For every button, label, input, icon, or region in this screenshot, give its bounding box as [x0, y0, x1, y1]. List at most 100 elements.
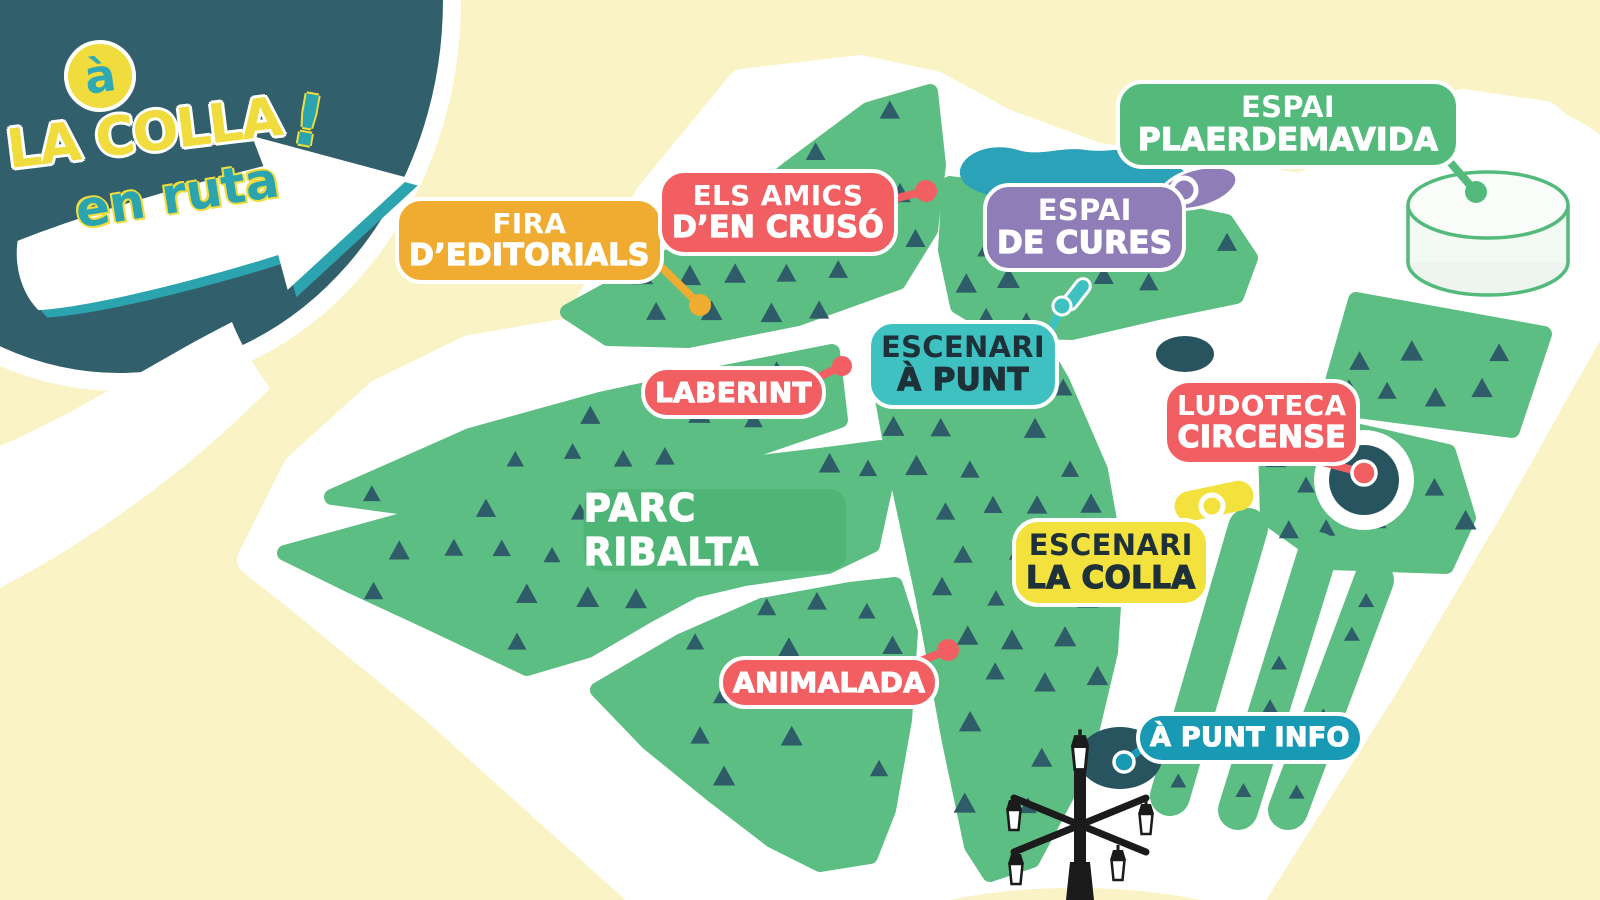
tree-icon: [362, 485, 381, 502]
tree-icon: [1297, 476, 1315, 493]
tree-icon: [935, 502, 956, 520]
tree-icon: [987, 590, 1005, 606]
logo-arrow-icon: [16, 135, 418, 318]
tree-icon: [1270, 655, 1287, 670]
tree-icon: [625, 588, 647, 609]
tree-icon: [1086, 665, 1109, 686]
tree-icon: [1026, 495, 1048, 514]
tree-icon: [1278, 520, 1299, 539]
tree-icon: [543, 546, 561, 563]
tree-icon: [996, 267, 1020, 288]
tree-icon: [655, 446, 675, 465]
tree-icon: [515, 583, 538, 603]
park-name: PARC RIBALTA: [583, 485, 847, 575]
tree-icon: [828, 260, 849, 278]
tree-icon: [686, 633, 705, 650]
tree-icon: [780, 725, 803, 746]
tree-icon: [1080, 493, 1102, 513]
label-line-1: FIRA: [492, 207, 567, 240]
map-label-laberint: LABERINT: [641, 366, 826, 420]
tree-icon: [858, 602, 876, 619]
label-line-1: ESCENARI: [1028, 528, 1193, 562]
tree-icon: [983, 495, 1003, 513]
zone-animalada: [590, 577, 918, 872]
tree-icon: [953, 792, 976, 813]
label-line-1: ESPAI: [1240, 90, 1336, 124]
tree-icon: [690, 726, 710, 744]
tree-icon: [905, 228, 926, 247]
tree-icon: [778, 637, 800, 657]
tree-icon: [563, 443, 582, 459]
tree-icon: [1424, 478, 1445, 496]
label-line-1: ELS AMICS: [692, 179, 864, 212]
bandstand-icon: [1406, 170, 1570, 297]
tree-icon: [985, 662, 1005, 680]
tree-icon: [931, 576, 953, 596]
label-line-2: LA COLLA: [1025, 560, 1196, 597]
label-line-2: À PUNT: [897, 362, 1029, 399]
tree-icon: [388, 540, 410, 560]
lamppost-icon: [1004, 727, 1156, 900]
tree-icon: [858, 459, 878, 477]
tree-icon: [1170, 773, 1187, 788]
tree-icon: [776, 263, 797, 282]
tree-icon: [1424, 387, 1447, 407]
tree-icon: [507, 632, 527, 650]
tree-icon: [1489, 343, 1510, 362]
tree-icon: [1031, 747, 1053, 767]
tree-icon: [805, 142, 826, 161]
tree-icon: [1377, 381, 1397, 399]
tree-icon: [757, 598, 777, 616]
tree-icon: [882, 635, 903, 655]
tree-icon: [930, 417, 951, 437]
tree-icon: [580, 405, 601, 424]
tree-icon: [363, 581, 384, 600]
tree-icon: [1288, 784, 1305, 799]
hedge-strip-3: [1268, 560, 1394, 830]
label-line-1: À PUNT INFO: [1149, 722, 1350, 754]
tree-icon: [613, 449, 633, 467]
label-line-2: D’EDITORIALS: [408, 238, 650, 274]
tree-icon: [1093, 265, 1114, 284]
tree-icon: [1471, 377, 1493, 398]
tree-icon: [1034, 671, 1056, 692]
tree-icon: [882, 415, 905, 436]
tree-icon: [1053, 378, 1073, 396]
tree-icon: [1349, 351, 1370, 370]
tree-icon: [960, 460, 980, 478]
tree-icon: [1317, 519, 1336, 536]
tree-icon: [475, 498, 497, 517]
tree-icon: [809, 300, 830, 319]
tree-icon: [879, 100, 900, 119]
label-line-2: CIRCENSE: [1177, 420, 1346, 456]
label-line-2: DE CURES: [996, 225, 1173, 262]
tree-icon: [444, 538, 464, 556]
tree-icon: [953, 545, 973, 563]
tree-icon: [678, 264, 702, 286]
tree-icon: [712, 765, 736, 786]
pond-icon: [1156, 336, 1214, 372]
tree-icon: [1400, 340, 1424, 361]
label-line-1: ANIMALADA: [732, 666, 926, 699]
tree-icon: [576, 586, 600, 607]
logo-swoosh: [0, 322, 270, 588]
label-line-1: LABERINT: [654, 376, 812, 409]
label-line-1: ESPAI: [1037, 193, 1132, 227]
tree-icon: [1343, 626, 1360, 641]
tree-icon: [958, 710, 982, 732]
map-label-a-punt-info: À PUNT INFO: [1136, 712, 1364, 765]
tree-icon: [760, 302, 783, 323]
tree-icon: [1061, 460, 1080, 477]
tree-icon: [1053, 626, 1077, 647]
map-label-animalada: ANIMALADA: [719, 656, 940, 710]
tree-icon: [1138, 272, 1159, 291]
tree-icon: [1262, 699, 1279, 714]
tree-icon: [807, 591, 827, 610]
